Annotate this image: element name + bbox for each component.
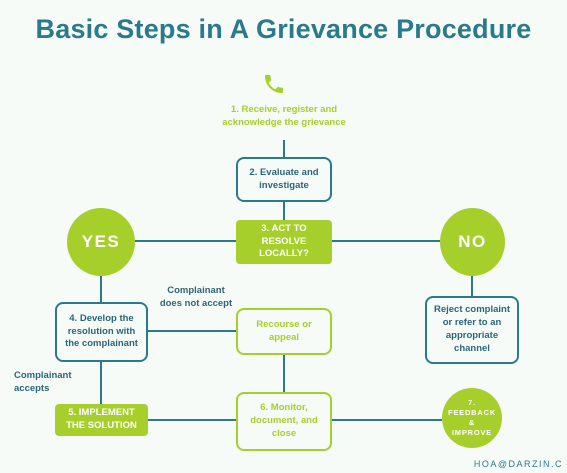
step-5-implement-solution: 5. IMPLEMENT THE SOLUTION (55, 404, 148, 436)
page-title: Basic Steps in A Grievance Procedure (35, 14, 532, 44)
label-complainant-not-accept: Complainant does not accept (159, 285, 233, 309)
recourse-or-appeal: Recourse or appeal (236, 308, 332, 355)
reject-complaint: Reject complaint or refer to an appropri… (425, 296, 519, 364)
step-7-feedback-improve: 7. FEEDBACK & IMPROVE (442, 388, 502, 448)
step-2-evaluate: 2. Evaluate and investigate (236, 157, 332, 202)
yes-circle: YES (67, 208, 135, 276)
step-1-receive: 1. Receive, register and acknowledge the… (222, 104, 346, 128)
footer-email: HOA@DARZIN.C (473, 459, 563, 469)
label-complainant-accepts: Complainant accepts (14, 370, 72, 394)
step-3-act-locally: 3. ACT TO RESOLVE LOCALLY? (236, 220, 332, 264)
step-6-monitor-close: 6. Monitor, document, and close (236, 392, 332, 451)
no-circle: NO (440, 208, 505, 276)
step-4-develop-resolution: 4. Develop the resolution with the compl… (55, 302, 148, 362)
phone-icon (265, 75, 283, 93)
